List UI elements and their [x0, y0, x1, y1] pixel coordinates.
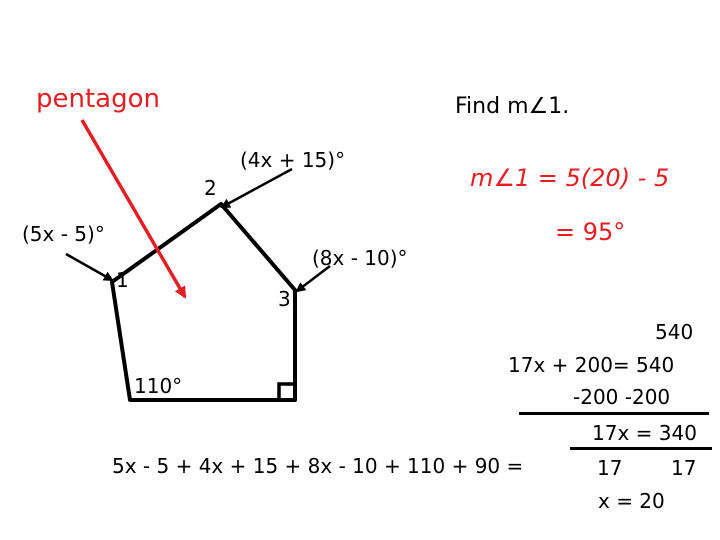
arrow-angle-2 — [220, 167, 293, 209]
pentagon-label: pentagon — [36, 84, 160, 114]
angle-2-expression: (4x + 15)° — [240, 148, 346, 172]
work-divisor-left: 17 — [597, 456, 623, 480]
sum-equation: 5x - 5 + 4x + 15 + 8x - 10 + 110 + 90 = — [112, 454, 524, 478]
pentagon-shape — [110, 202, 297, 402]
work-underline-2 — [570, 447, 712, 450]
answer-line-1: m∠1 = 5(20) - 5 — [470, 164, 670, 192]
arrow-angle-1 — [65, 252, 114, 282]
right-angle-marker — [277, 382, 295, 400]
work-line-3: -200 -200 — [573, 385, 671, 409]
angle-2-label: 2 — [204, 176, 217, 200]
work-divisor-right: 17 — [671, 456, 697, 480]
arrow-angle-3 — [295, 265, 331, 293]
angle-4-value: 110° — [134, 374, 183, 398]
pentagon-pointer-arrow — [80, 119, 187, 299]
work-line-4: 17x = 340 — [592, 421, 697, 445]
work-line-2: 17x + 200= 540 — [508, 353, 675, 377]
work-line-1: 540 — [655, 320, 694, 344]
angle-3-expression: (8x - 10)° — [312, 246, 408, 270]
angle-3-label: 3 — [278, 287, 291, 311]
work-underline-1 — [519, 412, 709, 415]
angle-1-label: 1 — [116, 268, 129, 292]
problem-prompt: Find m∠1. — [455, 94, 570, 119]
angle-1-expression: (5x - 5)° — [22, 222, 105, 246]
work-result: x = 20 — [598, 489, 665, 513]
answer-line-2: = 95° — [555, 218, 626, 246]
